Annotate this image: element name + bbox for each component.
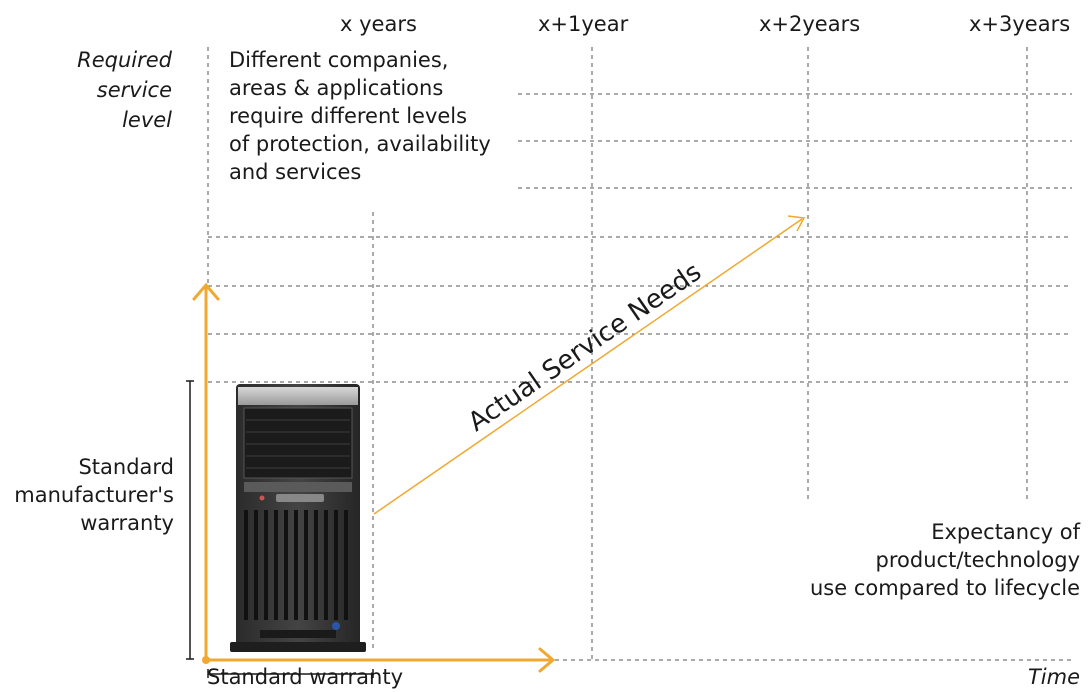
orange-axes: [192, 282, 556, 673]
intro-text: Different companies, areas & application…: [229, 46, 529, 186]
warranty-label-line: manufacturer's: [14, 483, 174, 507]
y-axis-label-line: Required: [77, 48, 172, 72]
standard-warranty-bracket: [207, 669, 374, 678]
expectancy-line: use compared to lifecycle: [809, 576, 1080, 600]
x-axis-arrowhead: [538, 647, 556, 673]
column-label-x-plus-3-years: x+3years: [969, 12, 1071, 36]
intro-line: and services: [229, 160, 362, 184]
expectancy-line: Expectancy of: [931, 520, 1080, 544]
trend-label: Actual Service Needs: [463, 257, 707, 438]
intro-line: require different levels: [229, 104, 468, 128]
trend-arrowhead: [787, 215, 806, 232]
expectancy-line: product/technology: [875, 548, 1080, 572]
column-label-x-plus-1-year: x+1year: [538, 12, 629, 36]
grid-lines: [207, 47, 1072, 661]
y-axis-arrowhead: [192, 282, 220, 301]
intro-line: of protection, availability: [229, 132, 491, 156]
warranty-bracket: [186, 380, 194, 660]
axis-origin-dot: [202, 656, 210, 664]
y-axis-label: Required service level: [40, 45, 172, 135]
y-axis-label-line: service: [96, 78, 172, 102]
expectancy-text: Expectancy of product/technology use com…: [760, 518, 1080, 602]
tower-server-picture: [220, 384, 372, 652]
column-label-x-plus-2-years: x+2years: [759, 12, 861, 36]
y-axis-label-line: level: [122, 108, 172, 132]
intro-line: Different companies,: [229, 48, 449, 72]
standard-warranty-label: Standard warranty: [207, 665, 403, 689]
warranty-label-line: Standard: [78, 455, 174, 479]
warranty-label-line: warranty: [80, 511, 174, 535]
actual-needs-trend-line: [373, 218, 803, 515]
intro-line: areas & applications: [229, 76, 444, 100]
warranty-label: Standard manufacturer's warranty: [0, 453, 174, 537]
x-axis-label: Time: [1027, 665, 1080, 689]
column-label-x-years: x years: [340, 12, 417, 36]
